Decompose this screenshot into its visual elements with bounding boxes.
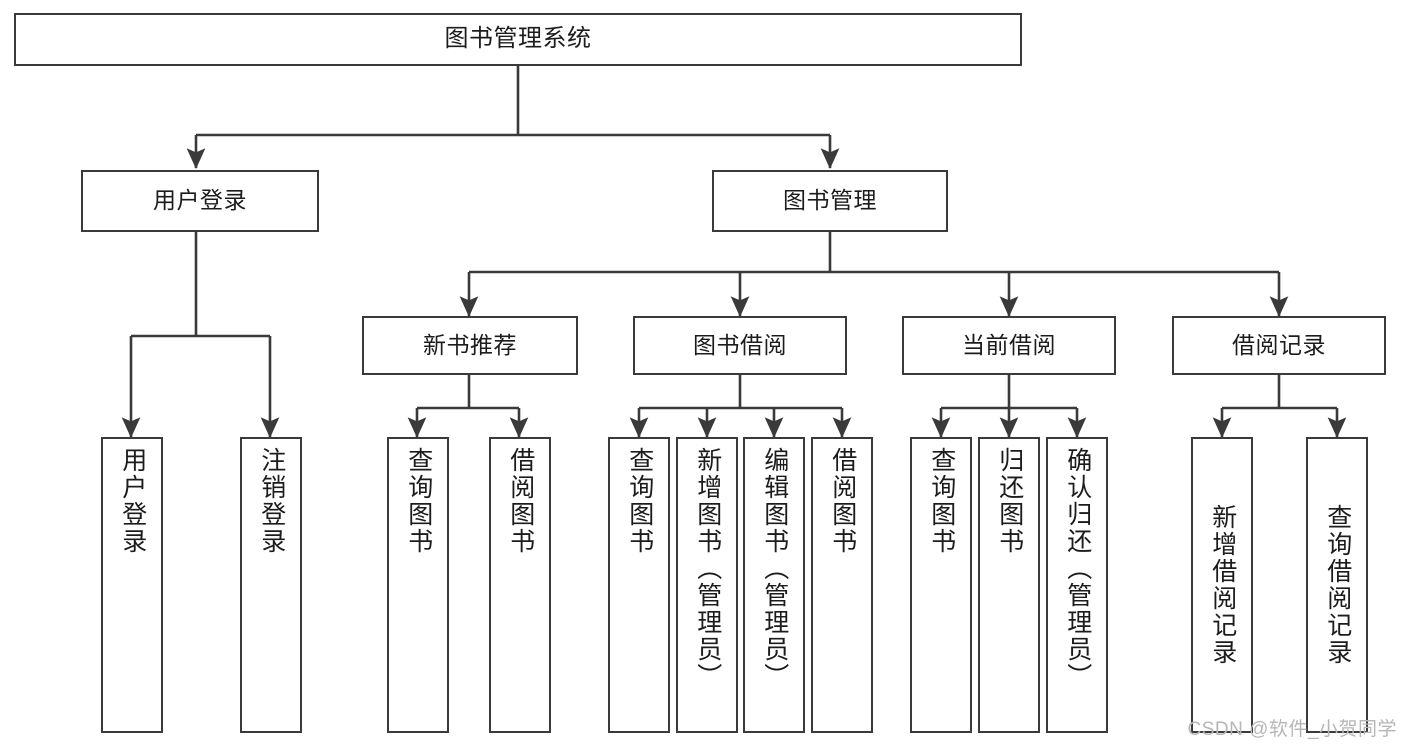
- leaf-user-login-login[interactable]: 用户登录: [101, 437, 163, 733]
- node-label: 用户登录: [153, 187, 247, 214]
- leaf-book-borrow-query-book[interactable]: 查询图书: [608, 437, 670, 733]
- node-current-borrow[interactable]: 当前借阅: [902, 316, 1116, 375]
- leaf-book-borrow-add-book-admin[interactable]: 新增图书（管理员）: [676, 437, 738, 733]
- leaf-new-book-borrow-book[interactable]: 借阅图书: [489, 437, 551, 733]
- node-book-management[interactable]: 图书管理: [712, 170, 948, 232]
- node-label: 图书借阅: [693, 331, 787, 358]
- leaf-new-book-query-book[interactable]: 查询图书: [387, 437, 449, 733]
- watermark: CSDN @软件_小贺同学: [1187, 719, 1397, 740]
- leaf-current-borrow-return-book[interactable]: 归还图书: [978, 437, 1040, 733]
- node-label: 查询图书: [625, 447, 654, 555]
- node-label: 当前借阅: [962, 331, 1056, 358]
- node-label: 图书管理: [783, 187, 877, 214]
- node-book-borrow[interactable]: 图书借阅: [633, 316, 847, 375]
- node-label: 用户登录: [118, 447, 147, 555]
- leaf-book-borrow-borrow-book[interactable]: 借阅图书: [811, 437, 873, 733]
- node-label: 编辑图书（管理员）: [760, 447, 789, 690]
- node-label: 新增借阅记录: [1208, 504, 1237, 666]
- node-label: 查询图书: [927, 447, 956, 555]
- node-label: 新增图书（管理员）: [693, 447, 722, 690]
- node-label: 注销登录: [257, 447, 286, 555]
- node-label: 归还图书: [995, 447, 1024, 555]
- node-label: 确认归还（管理员）: [1063, 447, 1092, 690]
- node-root-book-management-system[interactable]: 图书管理系统: [14, 13, 1022, 66]
- node-user-login[interactable]: 用户登录: [81, 170, 319, 232]
- node-label: 查询图书: [404, 447, 433, 555]
- leaf-borrow-records-add-record[interactable]: 新增借阅记录: [1191, 437, 1253, 733]
- leaf-current-borrow-confirm-return-admin[interactable]: 确认归还（管理员）: [1046, 437, 1108, 733]
- leaf-user-login-logout[interactable]: 注销登录: [240, 437, 302, 733]
- node-label: 图书管理系统: [444, 25, 592, 53]
- node-label: 借阅图书: [828, 447, 857, 555]
- node-new-book-recommend[interactable]: 新书推荐: [362, 316, 578, 375]
- leaf-book-borrow-edit-book-admin[interactable]: 编辑图书（管理员）: [743, 437, 805, 733]
- leaf-borrow-records-query-record[interactable]: 查询借阅记录: [1306, 437, 1368, 733]
- node-label: 查询借阅记录: [1323, 504, 1352, 666]
- leaf-current-borrow-query-book[interactable]: 查询图书: [910, 437, 972, 733]
- node-label: 借阅图书: [506, 447, 535, 555]
- node-label: 借阅记录: [1232, 331, 1326, 358]
- node-borrow-records[interactable]: 借阅记录: [1172, 316, 1386, 375]
- node-label: 新书推荐: [423, 331, 517, 358]
